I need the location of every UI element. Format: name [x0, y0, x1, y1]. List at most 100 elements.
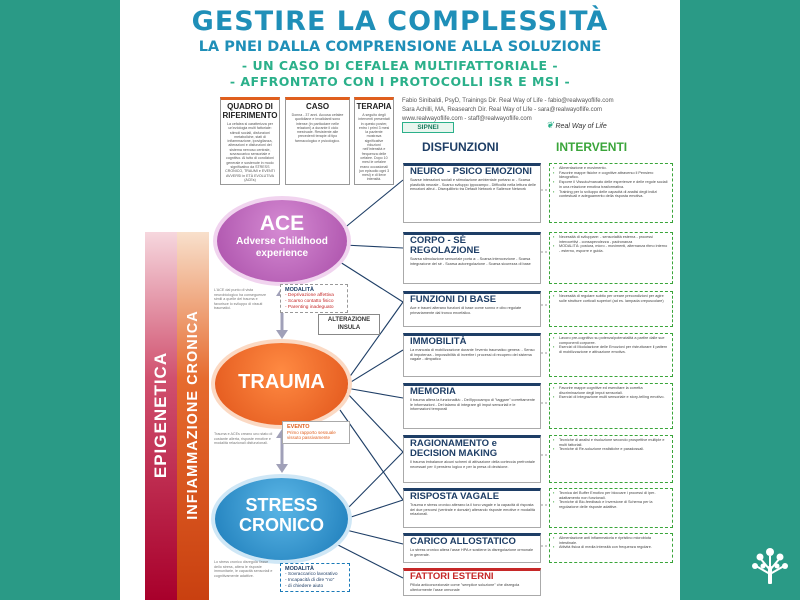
evento-text: Primo rapporto sessuale vissuto passivam…	[287, 430, 336, 441]
dysfunction-title: RISPOSTA VAGALE	[410, 491, 500, 502]
infiammazione-label: INFIAMMAZIONE CRONICA	[185, 310, 201, 520]
dysfunction-fattori-esterni: FATTORI ESTERNI Pillola anticoncezionale…	[403, 568, 541, 596]
author-line: Fabio Sinibaldi, PsyD, Trainings Dir. Re…	[402, 98, 614, 104]
poster-line3: - UN CASO DI CEFALEA MULTIFATTORIALE -	[241, 58, 559, 73]
dysfunction-title: RAGIONAMENTO e DECISION MAKING	[410, 438, 498, 459]
dysfunction-text: Lo stress cronico altera l'asse HPA e so…	[410, 548, 534, 557]
ace-modalita-item: - Parenting inadeguato	[285, 304, 334, 310]
stress-modalita-item: - Sovraccarico lavorativo	[285, 572, 338, 577]
intervention-funzioni-base: Necessità di regolare subito per creare …	[549, 291, 673, 327]
dysfunction-title: CARICO ALLOSTATICO	[410, 536, 516, 547]
dysfunction-title: CORPO - SÈ REGOLAZIONE	[410, 235, 480, 256]
ace-modalita-item: - Deprivazione affettiva	[285, 293, 334, 298]
dysfunction-risposta-vagale: RISPOSTA VAGALE Trauma e stress cronico …	[403, 488, 541, 528]
intro-box-quadro: QUADRO DI RIFERIMENTO La cefalea si cara…	[220, 97, 280, 185]
poster-title: GESTIRE LA COMPLESSITÀ	[191, 6, 609, 37]
ace-ellipse: ACE Adverse Childhood experience	[217, 200, 347, 282]
intro-box-title: QUADRO DI RIFERIMENTO	[222, 102, 278, 120]
intervention-item: Favorire mappe cognitive ed esercitare l…	[553, 386, 669, 395]
ace-modalita-item: - Scarso contatto fisico	[285, 298, 334, 304]
evento-title: EVENTO	[287, 424, 310, 430]
stress-ellipse: STRESS CRONICO	[215, 478, 348, 560]
intervention-item: Favorire mappe fisiche e cognitive attra…	[553, 171, 669, 180]
dysfunction-text: Scarsa stimolazione sensoriale porta a: …	[410, 257, 531, 266]
dysfunction-memoria: MEMORIA Il trauma altera la funzionalità…	[403, 383, 541, 429]
intervention-item: Esercizi di integrazione multi sensorial…	[553, 395, 669, 400]
epigenetica-label: EPIGENETICA	[151, 351, 170, 479]
dysfunction-text: La mancata di mobilizzazione durante l'e…	[410, 348, 535, 362]
insula-label: INSULA	[337, 324, 361, 331]
dysfunction-neuro-psico: NEURO - PSICO EMOZIONI Scarse interazion…	[403, 163, 541, 223]
dysfunction-title: MEMORIA	[410, 386, 456, 397]
epigenetica-bar	[145, 232, 177, 600]
sipnei-logo: SIPNEI	[402, 122, 454, 133]
author-line: Sara Achilli, MA, Reasearch Dir. Real Wa…	[402, 107, 602, 113]
poster-line4: - AFFRONTATO CON I PROTOCOLLI ISR E MSI …	[229, 74, 571, 89]
intervention-item: Esercizi di Modulazione delle Emozioni p…	[553, 345, 669, 354]
intervention-risposta-vagale: Tecnica del Buffer Emotivo per bloccare …	[549, 488, 673, 528]
intervention-item: Tecniche di Re-soluzione realistiche e p…	[553, 447, 669, 452]
dysfunction-title: IMMOBILITÀ	[410, 336, 467, 347]
trauma-title: TRAUMA	[238, 371, 325, 393]
stress-modalita-box: MODALITÀ - Sovraccarico lavorativo - Inc…	[280, 563, 350, 593]
column-header-interventi: INTERVENTI	[556, 140, 628, 154]
evento-box: EVENTO Primo rapporto sessuale vissuto p…	[282, 421, 350, 444]
intervention-item: Attività fisica di media intensità con f…	[553, 545, 669, 550]
tree-logo-icon	[752, 548, 788, 584]
leaf-icon: ❦	[546, 120, 554, 130]
trauma-ellipse: TRAUMA	[215, 343, 348, 425]
intervention-item: Tecniche di Bio-feedback e Inversione di…	[553, 500, 669, 509]
author-line: www.realwayoflife.com - staff@realwayofl…	[402, 116, 532, 122]
intervention-item: Alimentazione anti infiammatoria e ripri…	[553, 536, 669, 545]
brand-name: Real Way of Life	[555, 123, 607, 130]
intervention-item: Lavoro pre-cognitivo su potenza/potenzia…	[553, 336, 669, 345]
note-ace: L'ACE dal punto di vista neurobiologico …	[214, 288, 267, 310]
intervention-item: Necessità di regolare subito per creare …	[553, 294, 669, 303]
intro-box-terapia: TERAPIA A seguito degli interventi prese…	[354, 97, 394, 185]
dysfunction-text: Pillola anticoncezionale come "semplice …	[410, 583, 520, 592]
intervention-item: MODALITÀ: postura, micro - movimenti, al…	[553, 244, 669, 253]
dysfunction-funzioni-base: FUNZIONI DI BASE Ace e traumi alterano f…	[403, 291, 541, 327]
intervention-ragionamento: Tecniche di analisi e risoluzione second…	[549, 435, 673, 483]
stress-title-2: CRONICO	[239, 515, 324, 535]
dysfunction-carico-allostatico: CARICO ALLOSTATICO Lo stress cronico alt…	[403, 533, 541, 563]
stress-title-1: STRESS	[245, 495, 318, 515]
dysfunction-text: Trauma e stress cronico alterano la il t…	[410, 503, 535, 517]
intervention-immobilita: Lavoro pre-cognitivo su potenza/potenzia…	[549, 333, 673, 377]
dysfunction-text: Ace e traumi alterano funzioni di base c…	[410, 306, 522, 315]
poster-subtitle: LA PNEI DALLA COMPRENSIONE ALLA SOLUZION…	[198, 39, 602, 55]
stress-modalita-title: MODALITÀ	[285, 566, 315, 572]
dysfunction-ragionamento: RAGIONAMENTO e DECISION MAKING Il trauma…	[403, 435, 541, 483]
infiammazione-bar	[177, 232, 209, 600]
ace-title: ACE	[259, 212, 305, 235]
dysfunction-text: Il trauma imbalance alcuni schemi di att…	[410, 460, 535, 469]
note-stress: Lo stress cronico disregola l'asse dello…	[214, 560, 273, 578]
ace-modalita-box: MODALITÀ - Deprivazione affettiva - Scar…	[280, 284, 348, 314]
intervention-corpo: Necessità di sviluppare: - sensorialità …	[549, 232, 673, 284]
intervention-neuro-psico: Alimentazione e movimento. Favorire mapp…	[549, 163, 673, 223]
alterazione-insula-box: ALTERAZIONE INSULA	[318, 314, 380, 335]
intro-box-text: La cefalea si caratterizza per un'eziolo…	[225, 122, 275, 182]
ace-modalita-title: MODALITÀ	[285, 287, 315, 293]
ace-subtitle-1: Adverse Childhood	[236, 236, 328, 247]
intro-box-text: Donna - 37 anni. Accusa cefalee quotidia…	[291, 113, 344, 143]
intro-box-caso: CASO Donna - 37 anni. Accusa cefalee quo…	[285, 97, 350, 185]
intervention-item: Esporre il Vissuto/marcato delle esperie…	[553, 180, 669, 189]
dysfunction-title: NEURO - PSICO EMOZIONI	[410, 166, 532, 177]
intervention-item: Alimentazione e movimento.	[553, 166, 669, 171]
dysfunction-immobilita: IMMOBILITÀ La mancata di mobilizzazione …	[403, 333, 541, 377]
authors-block: Fabio Sinibaldi, PsyD, Trainings Dir. Re…	[402, 97, 614, 124]
column-header-disfunzioni: DISFUNZIONI	[422, 140, 499, 154]
dysfunction-title: FUNZIONI DI BASE	[410, 294, 497, 305]
intervention-memoria: Favorire mappe cognitive ed esercitare l…	[549, 383, 673, 429]
stress-modalita-item: - Incapacità di dire "no"	[285, 577, 335, 583]
note-trauma: Trauma e ACEs creano uno stato di costan…	[214, 432, 273, 445]
ace-subtitle-2: experience	[255, 248, 309, 259]
dysfunction-text: Il trauma altera la funzionalità: - Dell…	[410, 398, 535, 412]
alterazione-label: ALTERAZIONE	[327, 317, 371, 323]
real-way-of-life-logo: ❦ Real Way of Life	[546, 120, 607, 131]
intro-box-title: CASO	[305, 102, 330, 111]
intro-box-title: TERAPIA	[356, 102, 392, 111]
dysfunction-title: FATTORI ESTERNI	[410, 571, 494, 582]
stress-modalita-item: - di chiedere aiuto	[285, 583, 324, 589]
